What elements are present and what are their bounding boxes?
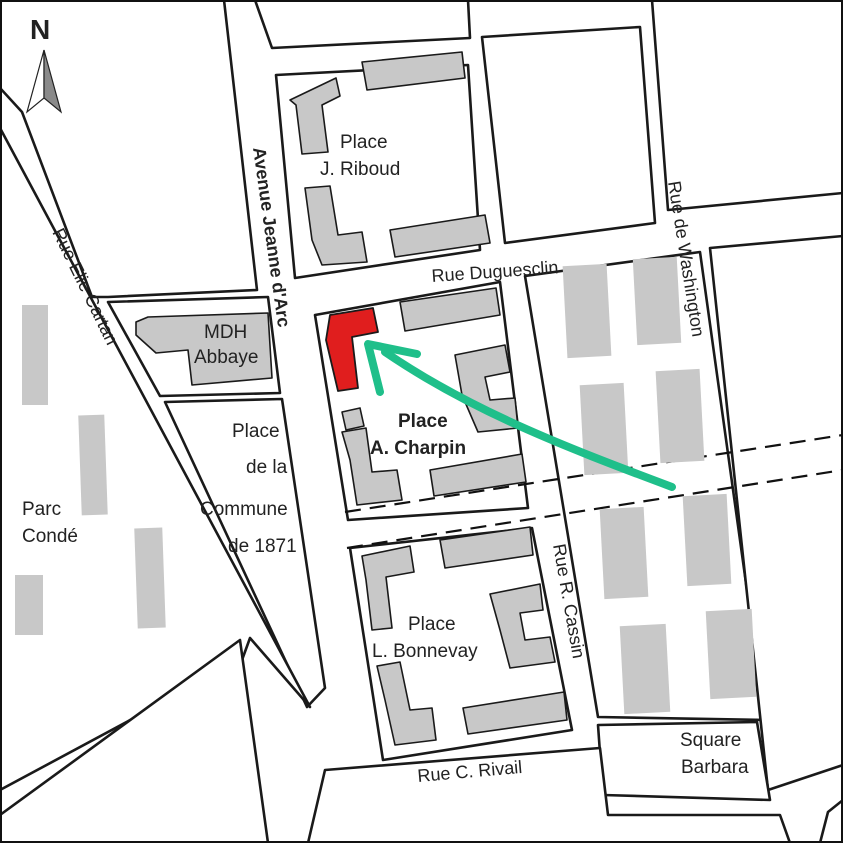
route-arrow [364,340,676,491]
building [462,691,568,735]
place-mdh-line2: Abbaye [194,347,258,368]
route-arrow-head [364,340,421,396]
building [655,368,705,464]
building [632,256,682,346]
place-commune-line3: Commune [200,499,288,520]
route-arrow-line [381,348,676,491]
place-mdh-line1: MDH [204,322,247,343]
building [489,583,556,669]
place-barbara-line1: Square [680,730,741,751]
place-charpin-line2: A. Charpin [370,438,466,459]
block-elie-cartan-west [0,126,312,792]
railway-line-lower [346,468,843,550]
place-conde-line2: Condé [22,526,78,547]
building [599,506,649,600]
place-riboud-line2: J. Riboud [320,159,400,180]
block-top-right [650,0,843,212]
building [429,453,527,497]
building-mdh [135,312,273,386]
buildings [15,51,757,746]
target-building [325,307,379,392]
block-top-left [0,0,259,299]
north-letter: N [30,14,50,45]
place-barbara-line2: Barbara [681,757,749,778]
block-top-strip [253,0,472,50]
building [705,608,757,700]
place-bonnevay-line2: L. Bonnevay [372,641,478,662]
place-riboud-line1: Place [340,132,388,153]
building [22,305,48,405]
building [361,545,415,631]
place-commune-line4: de 1871 [228,536,297,557]
block-bottom-right [818,798,843,843]
building [399,287,501,332]
place-bonnevay-line1: Place [408,614,456,635]
block-top-middle [480,25,657,245]
block-bottom-middle [306,746,792,843]
building [341,427,403,506]
building [619,623,671,715]
building [682,493,732,587]
place-commune-line2: de la [246,457,288,478]
building [389,214,491,258]
building [341,407,365,431]
block-commune [163,397,327,709]
place-commune-line1: Place [232,421,280,442]
building [562,263,612,359]
building [134,527,166,629]
place-charpin-line1: Place [398,411,448,432]
building [304,185,368,266]
place-conde-line1: Parc [22,499,61,520]
building [78,414,108,516]
building [439,526,534,569]
north-arrow-icon [25,49,63,114]
place-labels: Place J. Riboud MDH Abbaye Place A. Char… [22,132,749,778]
building [454,344,519,433]
building [376,661,437,746]
block-bottom-left [0,638,270,843]
building [361,51,466,91]
building [15,575,43,635]
building [289,77,341,155]
compass: N [25,14,63,114]
